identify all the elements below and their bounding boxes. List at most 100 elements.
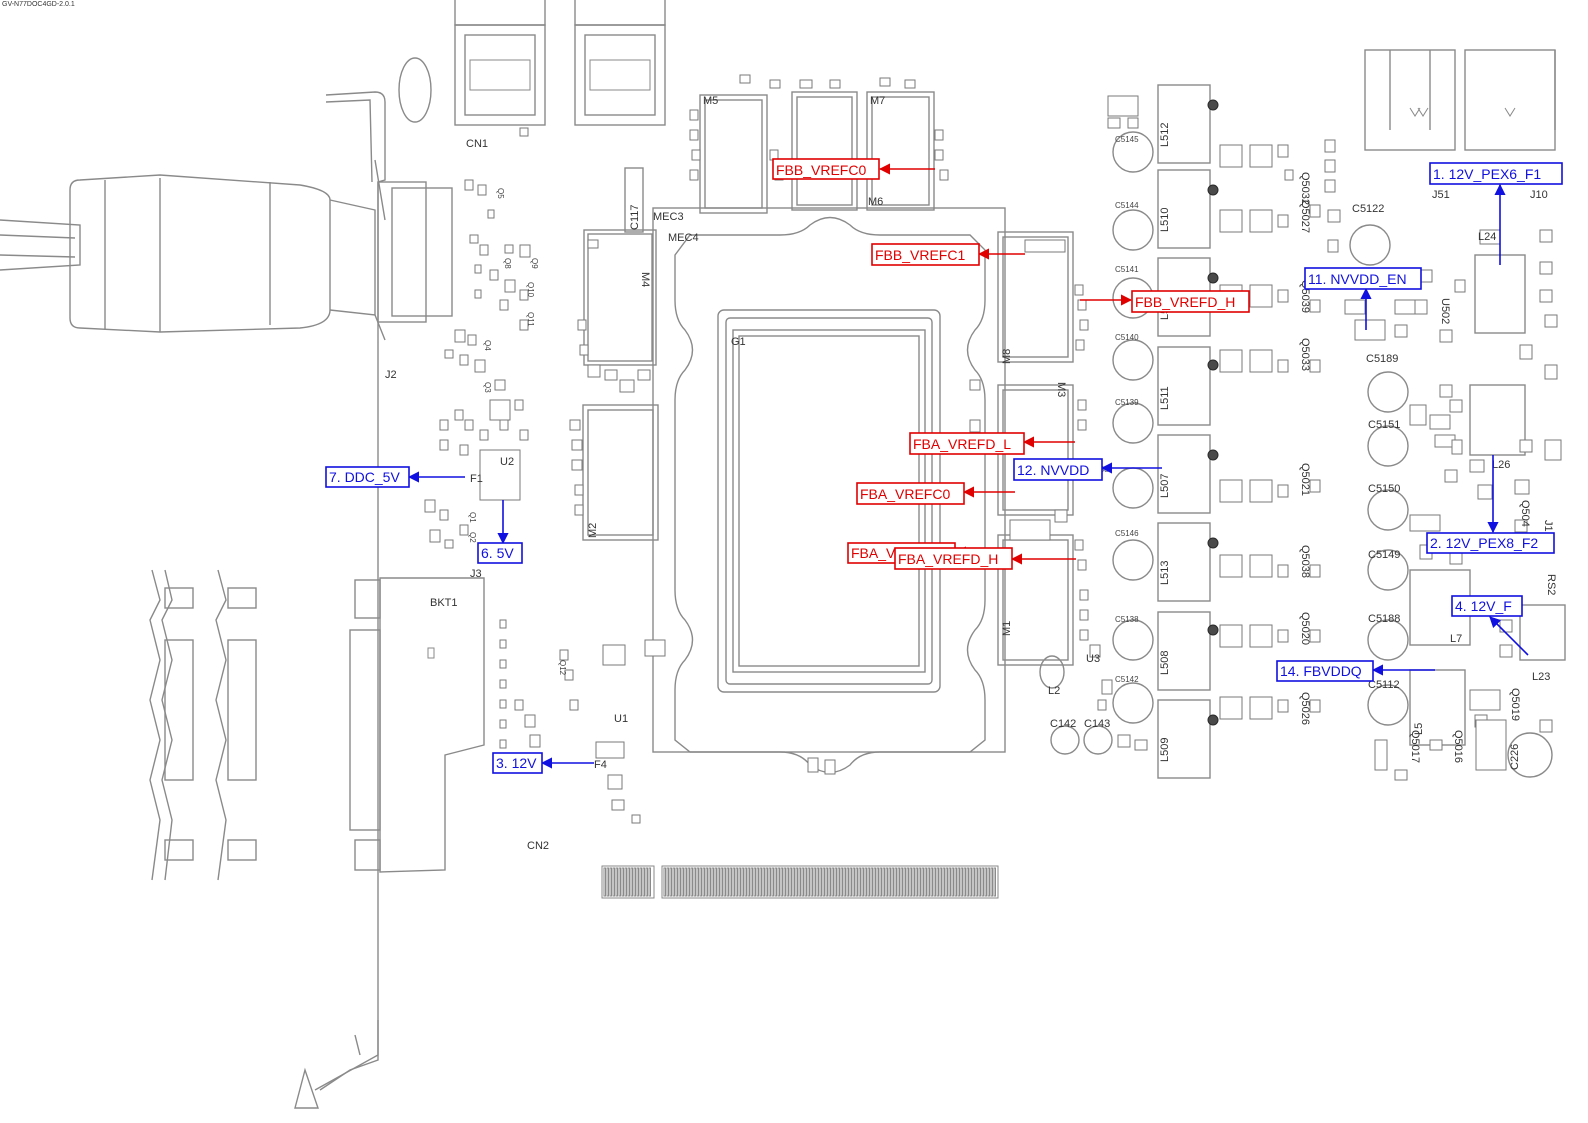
hdmi-connector-outline [0, 174, 376, 333]
ref-m5: M5 [703, 95, 718, 107]
ref-cn1: CN1 [466, 138, 488, 150]
ref-q1: Q1 [468, 512, 477, 523]
svg-text:2. 12V_PEX8_F2: 2. 12V_PEX8_F2 [1430, 535, 1538, 551]
inductor-dots [1207, 99, 1219, 726]
ref-c5188: C5188 [1368, 613, 1400, 625]
ref-c5189: C5189 [1366, 353, 1398, 365]
ref-q8: Q8 [503, 258, 512, 269]
ref-q11: Q11 [526, 312, 535, 327]
ref-c5151: C5151 [1368, 419, 1400, 431]
bracket-port-cutouts [149, 569, 257, 881]
ref-m7: M7 [870, 95, 885, 107]
ref-g1: G1 [731, 336, 746, 348]
svg-text:6. 5V: 6. 5V [481, 545, 514, 561]
ref-l7: L7 [1450, 633, 1462, 645]
ref-rs2: RS2 [1545, 574, 1557, 595]
ref-c142: C142 [1050, 718, 1076, 730]
ref-c117: C117 [629, 205, 641, 230]
ref-m6: M6 [868, 196, 883, 208]
ref-l24: L24 [1478, 231, 1496, 243]
ref-f4: F4 [594, 759, 607, 771]
label-fbvddq: 14. FBVDDQ [1276, 660, 1435, 682]
label-fbb-vrefc0: FBB_VREFC0 [772, 158, 935, 180]
ref-q9: Q9 [530, 258, 539, 269]
ref-c5122: C5122 [1352, 203, 1384, 215]
label-fbb-vrefd-h: FBB_VREFD_H [1080, 290, 1250, 313]
ref-c5144: C5144 [1115, 201, 1139, 210]
label-12v-f: 4. 12V_F [1451, 595, 1529, 656]
ref-q5021: Q5021 [1299, 463, 1311, 496]
svg-text:FBB_VREFD_H: FBB_VREFD_H [1135, 294, 1235, 310]
ref-l513: L513 [1159, 561, 1171, 585]
ref-c5112: C5112 [1368, 679, 1400, 691]
ref-u1: U1 [614, 713, 628, 725]
svg-text:12. NVVDD: 12. NVVDD [1017, 462, 1089, 478]
label-5v: 6. 5V [477, 500, 523, 564]
ref-q5033: Q5033 [1299, 338, 1311, 371]
ref-j1: J1 [1542, 520, 1554, 532]
capacitor-circles [1039, 131, 1553, 778]
ref-c5140: C5140 [1115, 333, 1139, 342]
svg-text:FBA_VREFC0: FBA_VREFC0 [860, 486, 950, 502]
ref-c226: C226 [1509, 744, 1521, 770]
svg-text:FBA_VREFD_H: FBA_VREFD_H [898, 551, 998, 567]
ref-m3: M3 [1055, 382, 1067, 397]
ref-l507: L507 [1159, 474, 1171, 498]
ref-cn2: CN2 [527, 840, 549, 852]
ref-q5038: Q5038 [1299, 545, 1311, 578]
ref-q5017: Q5017 [1409, 730, 1421, 763]
svg-text:11. NVVDD_EN: 11. NVVDD_EN [1308, 271, 1407, 287]
ref-m2: M2 [587, 523, 599, 538]
ref-c5146: C5146 [1115, 529, 1139, 538]
ref-l5: L5 [1413, 723, 1425, 735]
pcie-power-connectors [1364, 49, 1556, 151]
label-12v-pex8-f2: 2. 12V_PEX8_F2 [1426, 455, 1555, 554]
ref-u3: U3 [1086, 653, 1100, 665]
ref-q4: Q4 [483, 340, 492, 351]
svg-text:14. FBVDDQ: 14. FBVDDQ [1280, 663, 1362, 679]
ref-l510: L510 [1159, 208, 1171, 232]
ref-q5016: Q5016 [1452, 730, 1464, 763]
ref-mec3: MEC3 [653, 211, 684, 223]
ref-c5141: C5141 [1115, 265, 1139, 274]
board-revision-text: GV-N77DOC4GD-2.0.1 [2, 1, 75, 8]
svg-text:7. DDC_5V: 7. DDC_5V [329, 469, 400, 485]
ref-m1: M1 [1001, 621, 1013, 636]
label-fba-vrefc0: FBA_VREFC0 [856, 482, 1015, 505]
label-fba-vrefd-l: FBA_VREFD_L [909, 432, 1075, 455]
ref-m8: M8 [1001, 349, 1013, 364]
ref-q3: Q3 [483, 382, 492, 393]
ref-q5027: Q5027 [1299, 200, 1311, 233]
ref-l512: L512 [1159, 123, 1171, 147]
label-nvvdd: 12. NVVDD [1013, 458, 1162, 481]
ref-l511: L511 [1159, 386, 1171, 410]
label-12v-pex6-f1: 1. 12V_PEX6_F1 [1429, 162, 1563, 265]
ref-j10: J10 [1530, 189, 1548, 201]
svg-text:3. 12V: 3. 12V [496, 755, 537, 771]
svg-text:FBB_VREFC0: FBB_VREFC0 [776, 162, 866, 178]
ref-q12: Q12 [558, 660, 567, 676]
ref-c5133: C5138 [1115, 615, 1139, 624]
ref-q5026: Q5026 [1299, 692, 1311, 725]
memory-chips [582, 91, 1074, 666]
ref-c5139: C5139 [1115, 398, 1139, 407]
ref-q2: Q2 [468, 532, 477, 543]
label-12v: 3. 12V [492, 752, 594, 774]
label-fba-vrefd-h: FBA_VREFD_H [894, 547, 1076, 570]
ref-c5150: C5150 [1368, 483, 1400, 495]
ref-j2: J2 [385, 369, 397, 381]
pcie-edge-connector [601, 865, 999, 899]
ref-j3: J3 [470, 568, 482, 580]
ref-c143: C143 [1084, 718, 1110, 730]
svg-text:4. 12V_F: 4. 12V_F [1455, 598, 1512, 614]
label-nvvdd-en: 11. NVVDD_EN [1304, 267, 1422, 330]
ref-l23: L23 [1532, 671, 1550, 683]
ref-j51: J51 [1432, 189, 1450, 201]
ref-m4: M4 [639, 272, 651, 287]
ref-mec4: MEC4 [668, 232, 699, 244]
ref-u502: U502 [1439, 298, 1451, 324]
small-components [424, 74, 1562, 824]
ref-q5020: Q5020 [1299, 612, 1311, 645]
ref-q5019: Q5019 [1509, 688, 1521, 721]
